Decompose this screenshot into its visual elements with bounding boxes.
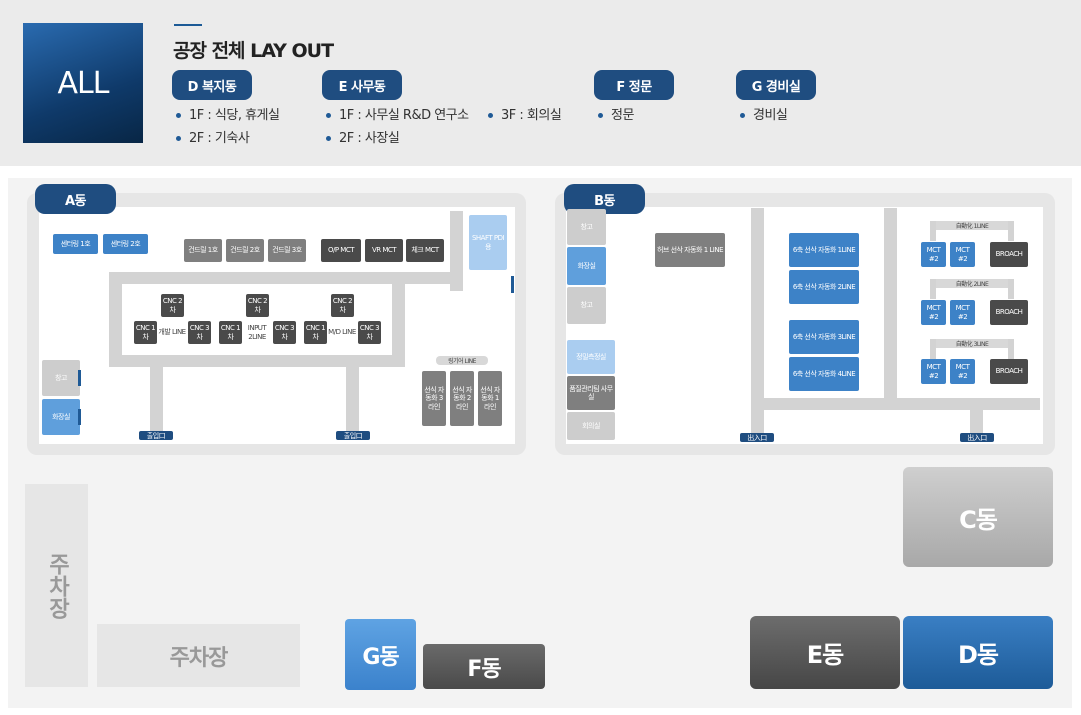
b-auto-1-broach[interactable]: BROACH <box>990 242 1028 267</box>
a-entrance-1[interactable]: 출입口 <box>139 431 173 440</box>
b-auto-1-frame-l <box>930 221 936 241</box>
building-g[interactable]: G동 <box>345 619 416 690</box>
building-a-tab[interactable]: A동 <box>35 184 116 214</box>
a-corridor-left <box>109 272 122 367</box>
b-six-axis-2[interactable]: 6축 선삭 자동화 2LINE <box>789 270 859 304</box>
badge-g-guard[interactable]: G 경비실 <box>736 70 816 100</box>
a-gundrill-2[interactable]: 건드릴 2호 <box>226 239 264 262</box>
b-auto-1-label: 自動化 1LINE <box>930 221 1014 230</box>
b-auto-2-mct-b[interactable]: MCT #2 <box>950 300 975 325</box>
a-gundrill-1[interactable]: 건드릴 1호 <box>184 239 222 262</box>
b-auto-1-mct-a[interactable]: MCT #2 <box>921 242 946 267</box>
a-ring-gear-label: 링기어 LINE <box>436 356 488 365</box>
a-storage[interactable]: 창고 <box>42 360 80 396</box>
b-meeting-room[interactable]: 회의실 <box>567 412 615 440</box>
info-f: 정문 <box>598 104 634 123</box>
b-corridor-2 <box>884 208 897 398</box>
building-e[interactable]: E동 <box>750 616 900 689</box>
a-line3-label: M/D LINE <box>328 328 356 337</box>
a-corridor-exit2 <box>346 365 359 435</box>
badge-d-welfare[interactable]: D 복지동 <box>172 70 252 100</box>
a-line1-cnc3[interactable]: CNC 3차 <box>188 321 211 344</box>
b-auto-2-mct-a[interactable]: MCT #2 <box>921 300 946 325</box>
a-gundrill-3[interactable]: 건드릴 3호 <box>268 239 306 262</box>
a-line1-cnc1[interactable]: CNC 1차 <box>134 321 157 344</box>
a-corridor-right <box>450 211 463 291</box>
a-corridor-top <box>109 272 463 284</box>
a-line2-cnc1[interactable]: CNC 1차 <box>219 321 242 344</box>
building-d[interactable]: D동 <box>903 616 1053 689</box>
info-e-3f: 3F : 회의실 <box>488 104 562 123</box>
b-qa-office[interactable]: 품질관리팀 사무실 <box>567 376 615 410</box>
b-auto-3-mct-a[interactable]: MCT #2 <box>921 359 946 384</box>
b-six-axis-3[interactable]: 6축 선삭 자동화 3LINE <box>789 320 859 354</box>
b-auto-2-frame-l <box>930 279 936 299</box>
a-line1-cnc2[interactable]: CNC 2차 <box>161 294 184 317</box>
b-auto-1-mct-b[interactable]: MCT #2 <box>950 242 975 267</box>
b-corridor-bottom <box>751 398 1040 410</box>
b-six-axis-4[interactable]: 6축 선삭 자동화 4LINE <box>789 357 859 391</box>
info-d-2f: 2F : 기숙사 <box>176 127 250 146</box>
a-line3-cnc2[interactable]: CNC 2차 <box>331 294 354 317</box>
a-entrance-2[interactable]: 출입口 <box>336 431 370 440</box>
info-e-2f: 2F : 사장실 <box>326 127 400 146</box>
a-centering-2[interactable]: 센터링 2호 <box>103 234 148 254</box>
a-corridor-mid <box>392 280 405 367</box>
badge-e-office[interactable]: E 사무동 <box>322 70 402 100</box>
b-auto-2-broach[interactable]: BROACH <box>990 300 1028 325</box>
a-door-marker <box>511 276 514 293</box>
b-auto-3-frame-r <box>1008 339 1014 359</box>
a-corridor-exit1 <box>150 365 163 435</box>
a-line3-cnc1[interactable]: CNC 1차 <box>304 321 327 344</box>
b-storage-1[interactable]: 창고 <box>567 209 606 245</box>
a-storage-door <box>78 370 81 386</box>
a-line2-label: INPUT 2LINE <box>247 324 267 341</box>
building-c[interactable]: C동 <box>903 467 1053 567</box>
title-accent-bar <box>174 24 202 26</box>
a-lathe-3[interactable]: 선식 자동화 3라인 <box>422 371 446 426</box>
a-line2-cnc2[interactable]: CNC 2차 <box>246 294 269 317</box>
a-restroom[interactable]: 화장실 <box>42 399 80 435</box>
a-restroom-door <box>78 409 81 425</box>
b-entrance-2[interactable]: 出入口 <box>960 433 994 442</box>
b-auto-2-frame-r <box>1008 279 1014 299</box>
a-centering-1[interactable]: 센터링 1호 <box>53 234 98 254</box>
a-shaft-pdi[interactable]: SHAFT PDI용 <box>469 215 507 270</box>
a-corridor-bottom <box>109 355 405 367</box>
b-six-axis-1[interactable]: 6축 선삭 자동화 1LINE <box>789 233 859 267</box>
b-hub-line[interactable]: 허브 선삭 자동화 1 LINE <box>655 233 725 267</box>
info-d-1f: 1F : 식당, 휴게실 <box>176 104 280 123</box>
info-e-1f: 1F : 사무실 R&D 연구소 <box>326 104 469 123</box>
b-storage-2[interactable]: 창고 <box>567 287 606 324</box>
a-lathe-1[interactable]: 선식 자동화 1라인 <box>478 371 502 426</box>
building-f[interactable]: F동 <box>423 644 545 689</box>
a-vr-mct[interactable]: VR MCT <box>365 239 403 262</box>
b-precision-room[interactable]: 정밀측정실 <box>567 340 615 374</box>
parking-horizontal[interactable]: 주차장 <box>97 624 300 687</box>
all-button[interactable]: ALL <box>23 23 143 143</box>
a-line1-label: 개발 LINE <box>158 328 186 337</box>
b-auto-2-label: 自動化 2LINE <box>930 279 1014 288</box>
b-auto-1-frame-r <box>1008 221 1014 241</box>
b-corridor-exit <box>970 408 983 436</box>
badge-f-gate[interactable]: F 정문 <box>594 70 674 100</box>
b-auto-3-label: 自動化 3LINE <box>930 339 1014 348</box>
b-auto-3-mct-b[interactable]: MCT #2 <box>950 359 975 384</box>
info-g: 경비실 <box>740 104 788 123</box>
b-entrance-1[interactable]: 出入口 <box>740 433 774 442</box>
b-auto-3-broach[interactable]: BROACH <box>990 359 1028 384</box>
a-line2-cnc3[interactable]: CNC 3차 <box>273 321 296 344</box>
a-lathe-2[interactable]: 선식 자동화 2라인 <box>450 371 474 426</box>
page-title: 공장 전체 LAY OUT <box>173 40 334 62</box>
a-op-mct[interactable]: O/P MCT <box>321 239 361 262</box>
a-check-mct[interactable]: 체크 MCT <box>406 239 444 262</box>
a-line3-cnc3[interactable]: CNC 3차 <box>358 321 381 344</box>
b-corridor-1 <box>751 208 764 436</box>
parking-vertical[interactable]: 주차장 <box>25 484 88 687</box>
header-panel: ALL 공장 전체 LAY OUT D 복지동 1F : 식당, 휴게실 2F … <box>0 0 1081 166</box>
b-restroom[interactable]: 화장실 <box>567 247 606 285</box>
b-auto-3-frame-l <box>930 339 936 359</box>
